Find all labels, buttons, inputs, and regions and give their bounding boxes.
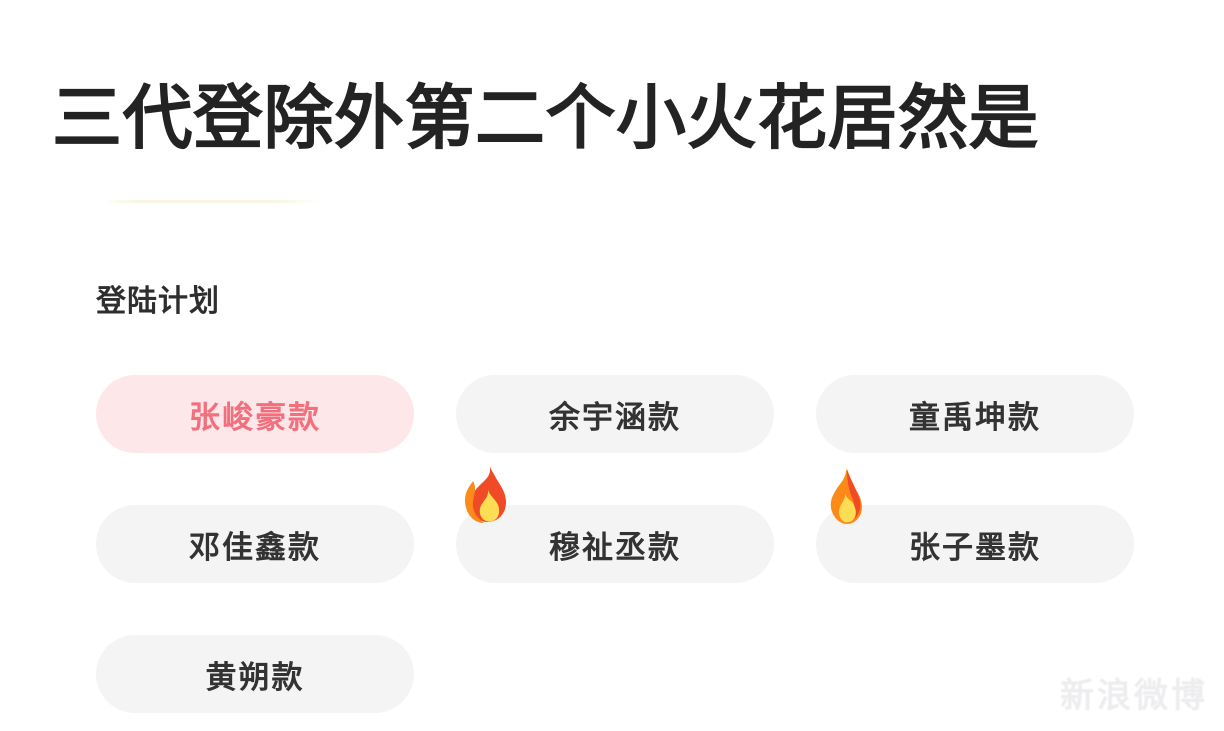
option-grid: 张峻豪款 余宇涵款 童禹坤款邓佳鑫款 穆祉丞款 张子墨款黄朔款 <box>96 375 1136 713</box>
option-slot: 邓佳鑫款 <box>96 505 414 583</box>
option-pill-label: 黄朔款 <box>205 659 305 695</box>
option-row: 张峻豪款 余宇涵款 童禹坤款 <box>96 375 1136 453</box>
option-pill[interactable]: 童禹坤款 <box>816 375 1134 453</box>
option-slot: 童禹坤款 <box>816 375 1134 453</box>
option-slot: 张峻豪款 <box>96 375 414 453</box>
option-pill[interactable]: 张子墨款 <box>816 505 1134 583</box>
watermark: 新浪微博 <box>1060 677 1208 715</box>
option-slot: 余宇涵款 <box>456 375 774 453</box>
option-pill[interactable]: 余宇涵款 <box>456 375 774 453</box>
option-slot: 张子墨款 <box>816 467 1134 583</box>
option-row: 邓佳鑫款 穆祉丞款 张子墨款 <box>96 466 1136 583</box>
option-pill-label: 邓佳鑫款 <box>189 529 321 565</box>
option-row: 黄朔款 <box>96 635 1136 713</box>
section-divider <box>100 200 323 203</box>
section-label: 登陆计划 <box>96 285 220 318</box>
option-pill[interactable]: 张峻豪款 <box>96 375 414 453</box>
option-slot: 黄朔款 <box>96 635 414 713</box>
option-slot: 穆祉丞款 <box>456 466 774 583</box>
option-pill[interactable]: 穆祉丞款 <box>456 505 774 583</box>
option-pill-label: 张峻豪款 <box>189 399 321 435</box>
option-pill-label: 穆祉丞款 <box>549 529 681 565</box>
option-pill-label: 童禹坤款 <box>909 399 1041 435</box>
option-pill[interactable]: 邓佳鑫款 <box>96 505 414 583</box>
page-title: 三代登除外第二个小火花居然是 <box>52 78 1039 157</box>
option-pill[interactable]: 黄朔款 <box>96 635 414 713</box>
option-pill-label: 张子墨款 <box>909 529 1041 565</box>
option-pill-label: 余宇涵款 <box>549 399 681 435</box>
